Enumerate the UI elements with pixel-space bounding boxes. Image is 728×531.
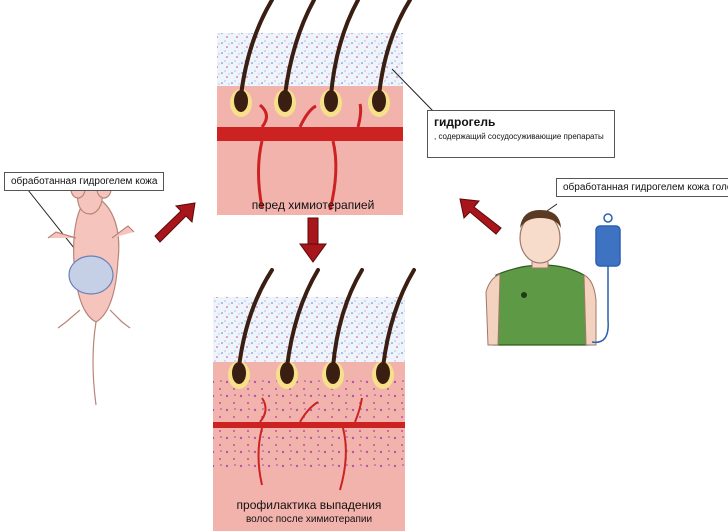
human-label: обработанная гидрогелем кожа головы xyxy=(556,178,728,197)
mouse-label: обработанная гидрогелем кожа xyxy=(4,172,165,191)
blood-vessel xyxy=(217,127,403,141)
patient-illustration xyxy=(485,210,597,346)
hair-follicles xyxy=(230,89,390,117)
shirt-logo-icon xyxy=(521,292,527,298)
mouse-illustration xyxy=(47,179,135,406)
hydrogel-title: гидрогель xyxy=(434,115,496,129)
arrow-down xyxy=(299,217,327,263)
hair-follicles xyxy=(228,361,394,389)
skin-panel-before xyxy=(217,0,412,215)
capillaries xyxy=(257,103,363,211)
capillaries xyxy=(257,397,363,491)
blood-vessel xyxy=(213,422,405,428)
arrow-human-to-skin xyxy=(459,198,502,235)
hydrogel-leader-line xyxy=(391,68,434,112)
mouse-leader-line xyxy=(27,189,83,259)
hydrogel-callout: гидрогель , содержащий сосудосуживающие … xyxy=(427,110,615,158)
hair-shafts xyxy=(239,0,412,97)
arrow-mouse-to-skin xyxy=(154,202,196,243)
after-caption-line1: профилактика выпадения xyxy=(236,498,382,512)
hydrogel-subtitle: , содержащий сосудосуживающие препараты xyxy=(434,132,604,141)
skin-panel-after xyxy=(213,268,416,531)
hair-shafts xyxy=(237,268,416,369)
iv-drip-icon xyxy=(591,213,621,344)
after-caption-line2: волос после химиотерапии xyxy=(245,514,373,525)
hydrogel-patch xyxy=(68,255,114,295)
before-caption: перед химиотерапией xyxy=(251,198,375,212)
